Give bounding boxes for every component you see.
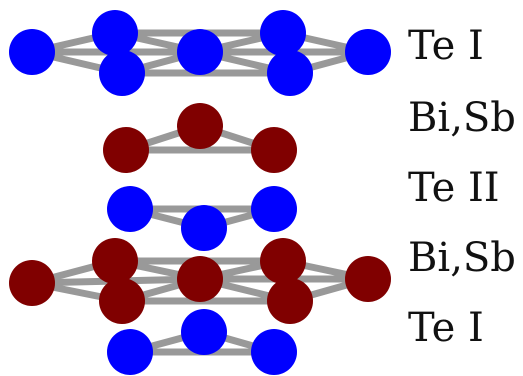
te-atom-layer-1-7 — [345, 29, 391, 75]
bond-lines — [28, 29, 372, 356]
bi-sb-atom-layer-4-3 — [99, 278, 145, 324]
te-atom-layer-5-1 — [107, 329, 153, 375]
te-atom-layer-1-4 — [177, 29, 223, 75]
bi-sb-atom-layer-2-2 — [177, 103, 223, 149]
atom-spheres — [9, 10, 391, 375]
te-atom-layer-1-1 — [9, 29, 55, 75]
te-atom-layer-5-3 — [251, 329, 297, 375]
layer-label-te-ii: Te II — [408, 165, 500, 211]
layer-label-te-i-bottom: Te I — [408, 305, 484, 351]
bi-sb-atom-layer-4-6 — [267, 278, 313, 324]
bi-sb-atom-layer-2-1 — [103, 127, 149, 173]
te-atom-layer-1-6 — [267, 50, 313, 96]
bi-sb-atom-layer-4-7 — [345, 256, 391, 302]
layer-label-te-i-top: Te I — [408, 23, 484, 69]
bi-sb-atom-layer-4-2 — [92, 238, 138, 284]
te-atom-layer-1-5 — [260, 10, 306, 56]
layer-label-bi-sb-upper: Bi,Sb — [408, 95, 516, 141]
te-atom-layer-3-2 — [181, 205, 227, 251]
te-atom-layer-3-1 — [107, 186, 153, 232]
bi-sb-atom-layer-4-1 — [9, 260, 55, 306]
te-atom-layer-3-3 — [251, 186, 297, 232]
te-atom-layer-1-3 — [99, 50, 145, 96]
layer-label-bi-sb-lower: Bi,Sb — [408, 235, 516, 281]
te-atom-layer-1-2 — [92, 10, 138, 56]
bi-sb-atom-layer-2-3 — [251, 127, 297, 173]
bi-sb-atom-layer-4-4 — [177, 256, 223, 302]
bi-sb-atom-layer-4-5 — [260, 238, 306, 284]
te-atom-layer-5-2 — [181, 309, 227, 355]
